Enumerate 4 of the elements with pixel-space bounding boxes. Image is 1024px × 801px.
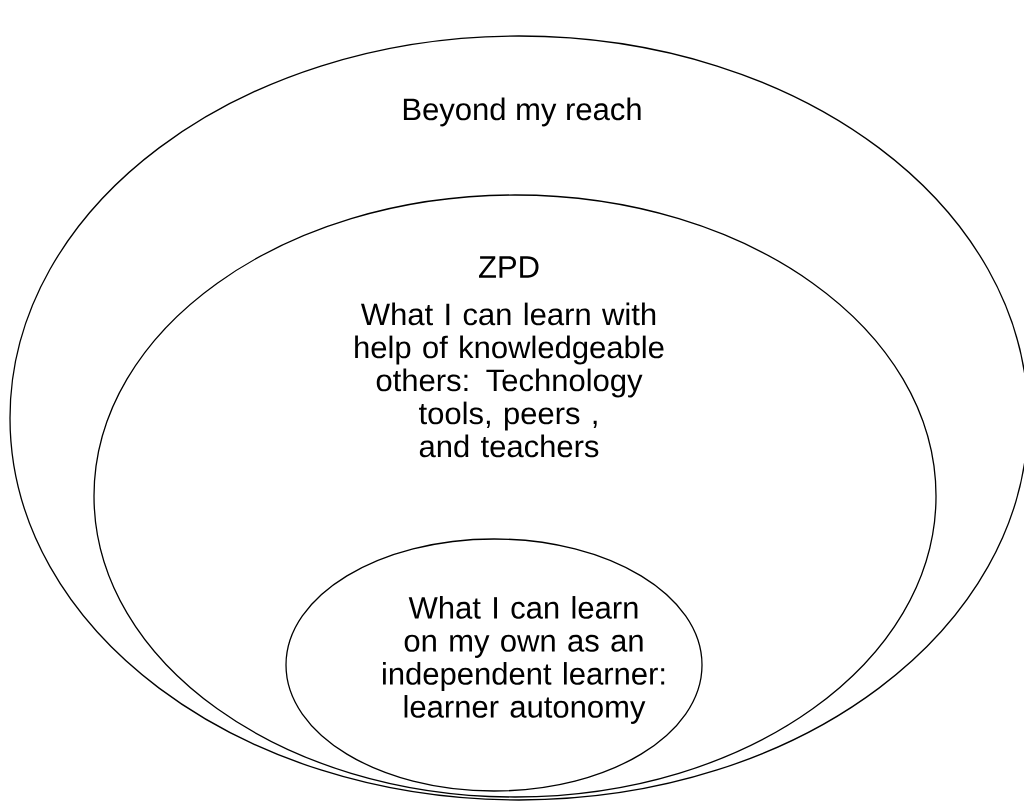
label: Beyond my reach — [403, 97, 641, 127]
label: What I can learn with help of knowledgeable others: Technology tools, peers , and teachers — [355, 302, 664, 458]
label: ZPD — [479, 256, 539, 278]
label: What I can learn on my own as an independent learner: learner autonomy — [383, 596, 665, 724]
